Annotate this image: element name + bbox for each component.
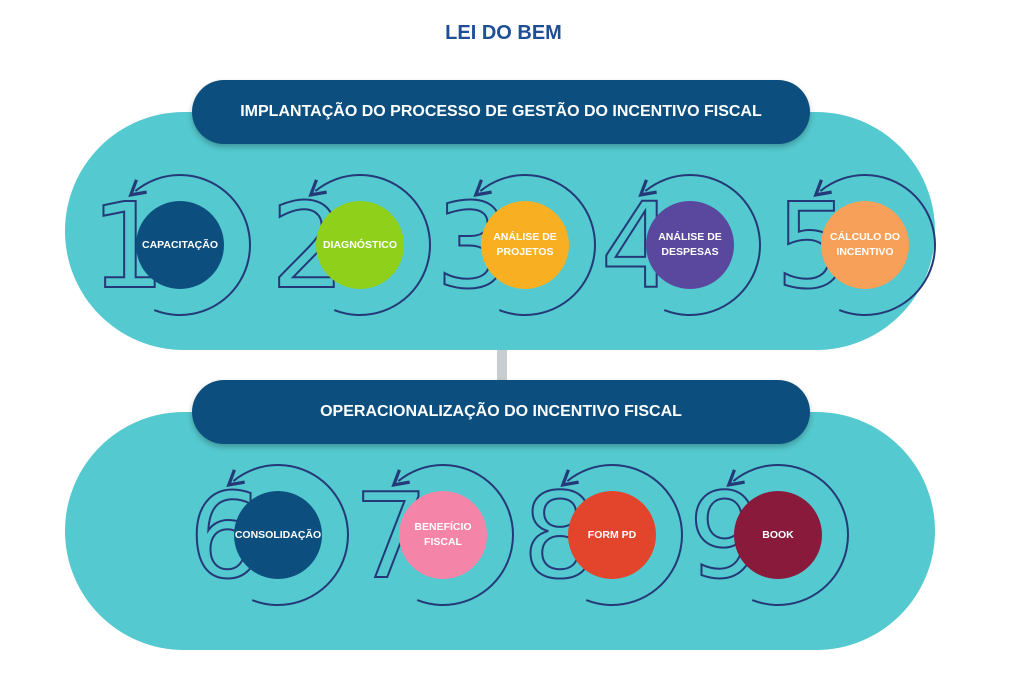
step-circle: ANÁLISE DE PROJETOS	[481, 201, 569, 289]
cycle-arrow-icon	[726, 464, 849, 606]
cycle-arrow-icon	[560, 464, 683, 606]
cycle-arrow-icon	[813, 174, 936, 316]
step-circle: CAPACITAÇÃO	[136, 201, 224, 289]
cycle-arrow-icon	[391, 464, 514, 606]
cycle-arrow-icon	[638, 174, 761, 316]
page-title: LEI DO BEM	[445, 22, 562, 44]
cycle-arrow-icon	[128, 174, 251, 316]
step-circle: FORM PD	[568, 491, 656, 579]
step-circle: DIAGNÓSTICO	[316, 201, 404, 289]
step-circle: BOOK	[734, 491, 822, 579]
step-circle: CÁLCULO DO INCENTIVO	[821, 201, 909, 289]
cycle-arrow-icon	[226, 464, 349, 606]
step-circle: CONSOLIDAÇÃO	[234, 491, 322, 579]
connector-line	[497, 350, 507, 382]
phase-1-header: IMPLANTAÇÃO DO PROCESSO DE GESTÃO DO INC…	[192, 80, 810, 144]
step-circle: BENEFÍCIO FISCAL	[399, 491, 487, 579]
cycle-arrow-icon	[473, 174, 596, 316]
step-circle: ANÁLISE DE DESPESAS	[646, 201, 734, 289]
phase-2-header: OPERACIONALIZAÇÃO DO INCENTIVO FISCAL	[192, 380, 810, 444]
cycle-arrow-icon	[308, 174, 431, 316]
